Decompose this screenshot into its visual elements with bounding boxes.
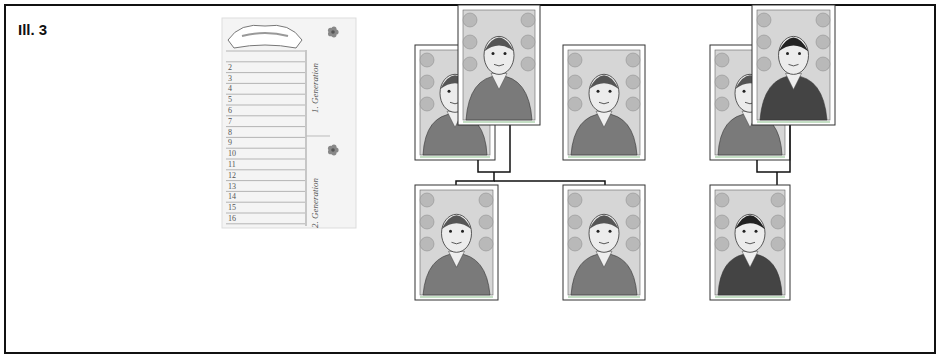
- row-number: 8: [228, 129, 232, 137]
- row-number: 12: [228, 172, 236, 180]
- figure-number: Ill. 3: [18, 22, 47, 37]
- generation-label: 1. Generation: [311, 63, 320, 113]
- family-line: [456, 172, 494, 185]
- generation-label: 2. Generation: [311, 178, 320, 228]
- row-number: 16: [228, 215, 236, 223]
- family-line: [757, 125, 790, 172]
- row-number: 6: [228, 107, 232, 115]
- score-sheet: [222, 18, 356, 228]
- row-number: 4: [228, 85, 232, 93]
- row-number: 14: [228, 193, 236, 201]
- family-line: [478, 125, 510, 172]
- portrait-card: [563, 45, 645, 160]
- frame: [5, 5, 935, 353]
- row-number: 13: [228, 183, 236, 191]
- row-number: 10: [228, 150, 236, 158]
- row-number: 15: [228, 204, 236, 212]
- family-line: [494, 181, 605, 185]
- row-number: 9: [228, 139, 232, 147]
- portrait-card: [415, 185, 498, 300]
- row-number: 3: [228, 75, 232, 83]
- family-line: [776, 172, 778, 185]
- portrait-card: [563, 185, 645, 300]
- portrait-card: [710, 185, 790, 300]
- row-number: 5: [228, 96, 232, 104]
- row-number: 7: [228, 118, 232, 126]
- row-number: 2: [228, 64, 232, 72]
- portrait-card: [752, 5, 835, 125]
- portrait-card: [458, 5, 540, 125]
- row-number: 11: [228, 161, 236, 169]
